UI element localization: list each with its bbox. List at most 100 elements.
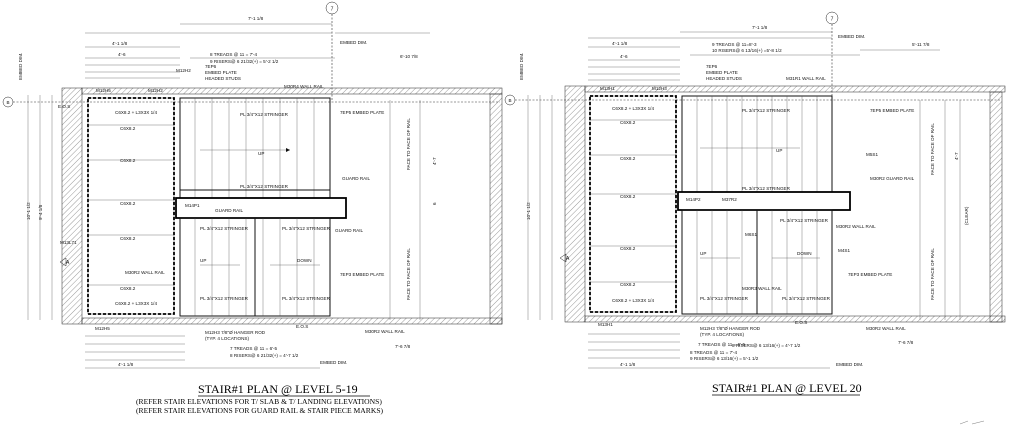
treads-bot: 7 TREADS @ 11 = 6'-5 <box>230 346 278 351</box>
m12h5-bot: M12H5 <box>95 326 110 331</box>
dim-7-6-r: 7'-6 7/8 <box>898 340 914 345</box>
grid-a-marker <box>59 257 67 267</box>
bottom-wall-r <box>584 315 1006 323</box>
m6s1-label: M6S1 <box>745 232 757 237</box>
stringer-4: PL 3/4"X12 STRINGER <box>282 226 331 231</box>
c6x8-top-r: C6X8.2 + L3X3X 1/4 <box>612 106 654 111</box>
up-label-1-r: UP <box>776 148 782 153</box>
m30r2-b-r-label: M30R2 WALL RAIL <box>866 326 906 331</box>
risers-bot-r: 8 RISERS@ 6 13/16(+) = 4'-7 1/2 <box>732 343 801 348</box>
top-wall-r <box>584 85 1006 93</box>
c6x8-5: C6X8.2 <box>120 286 136 291</box>
up-label-2-r: UP <box>700 251 706 256</box>
dim-9: 9'-4 1/8 <box>38 204 43 220</box>
dim-4-1-bot-r: 4'-1 1/8 <box>620 362 636 367</box>
risers-bot2-r: 9 RISERS@ 6 13/16(+) = 5'-1 1/2 <box>690 356 759 361</box>
m13h1-top: M13H1 <box>600 86 615 91</box>
m13h1-bot: M13H1 <box>598 322 613 327</box>
right-lower-flight: UP DOWN <box>681 209 833 315</box>
grid-a-label-r: A <box>566 256 570 262</box>
treads-bot-r: 7 TREADS @ 11 = 6'-5 <box>698 342 746 347</box>
note-2: (REFER STAIR ELEVATIONS FOR GUARD RAIL &… <box>136 406 384 415</box>
m37r2-label: M37R2 <box>722 197 737 202</box>
m12h2-label: M12H2 <box>176 68 191 73</box>
treads-top-r: 9 TREADS @ 11=8'-3 <box>712 42 757 47</box>
right-plan-title: STAIR#1 PLAN @ LEVEL 20 <box>712 381 862 395</box>
left-wall <box>61 87 83 325</box>
note-1: (REFER STAIR ELEVATIONS FOR T/ SLAB & T/… <box>136 397 382 406</box>
m12h3-top: M12H3 <box>652 86 667 91</box>
face-to-face-2: FACE TO FACE OF RAIL <box>406 248 411 300</box>
c6x8-bot: C6X8.2 + L3X3X 1/4 <box>115 301 157 306</box>
c6x8-5-r: C6X8.2 <box>620 282 636 287</box>
left-stair-plan: 7 7'-1 1/8 EMBED DIM. 8 TREADS @ 11 = 7'… <box>2 1 503 415</box>
right-upper-flight: UP <box>681 95 833 193</box>
stringer-6: PL 3/4"X12 STRINGER <box>282 296 331 301</box>
grid-a-marker-r <box>559 253 567 263</box>
down-label-r: DOWN <box>797 251 812 256</box>
grid-7-label-r: 7 <box>831 17 834 23</box>
clear-label: (CLEAR) <box>964 206 969 225</box>
c6x8-top: C6X8.2 + L3X3X 1/4 <box>115 110 157 115</box>
stringer-r4: PL 3/4"X12 STRINGER <box>700 296 749 301</box>
m30r2-guard-r: M30R2 GUARD RAIL <box>870 176 915 181</box>
embed-dim-top-r: EMBED DIM. <box>838 34 865 39</box>
c6x8-2: C6X8.2 <box>120 158 136 163</box>
eos-bot: E.O.S <box>296 324 308 329</box>
embed-dim-left: EMBED DIM. <box>18 53 23 80</box>
grid-b-label-r: B <box>508 98 511 103</box>
m30r3-r: M30R3 WALL RAIL <box>742 286 782 291</box>
embed-dim-left-r: EMBED DIM. <box>519 53 524 80</box>
typ4-r-label: (TYP. 4 LOCATIONS) <box>700 332 744 337</box>
stringer-3: PL 3/4"X12 STRINGER <box>200 226 249 231</box>
ep5-label-r: 7EP5 EMBED PLATE <box>870 108 914 113</box>
right-stair-plan: 7 7'-1 1/8 EMBED DIM. 9 TREADS @ 11=8'-3… <box>504 11 1006 396</box>
treads-bot2-r: 8 TREADS @ 11 = 7'-4 <box>690 350 738 355</box>
m12h2-top: M12H2 <box>148 88 163 93</box>
m31r1-label: M31R1 WALL RAIL <box>786 76 826 81</box>
face-to-face-1: FACE TO FACE OF RAIL <box>406 118 411 170</box>
face-to-face-r1: FACE TO FACE OF RAIL <box>930 123 935 175</box>
stringer-1: PL 3/4"X12 STRINGER <box>240 112 289 117</box>
left-top-dimensions: 7'-1 1/8 EMBED DIM. 8 TREADS @ 11 = 7'-4… <box>85 16 430 79</box>
stringer-2: PL 3/4"X12 STRINGER <box>240 184 289 189</box>
top-dim-r: 7'-1 1/8 <box>752 25 768 30</box>
m30r2-wall-r: M30R2 WALL RAIL <box>836 224 876 229</box>
left-plan-title: STAIR#1 PLAN @ LEVEL 5-19 <box>198 382 358 396</box>
ep5-label: 7EP5 EMBED PLATE <box>340 110 384 115</box>
ep3-label: 7EP3 EMBED PLATE <box>340 272 384 277</box>
guard-rail-3: GUARD RAIL <box>335 228 364 233</box>
grid-b-label: B <box>6 100 9 105</box>
top-wall <box>81 87 503 95</box>
typ4-label: (TYP. 4 LOCATIONS) <box>205 336 249 341</box>
m14p2-label: M14P2 <box>686 197 701 202</box>
treads-top: 8 TREADS @ 11 = 7'-4 <box>210 52 258 57</box>
c6x8-3: C6X8.2 <box>120 201 136 206</box>
c6x8-1: C6X8.2 <box>120 126 136 131</box>
m12h3-r-label: M12H3 7/8"Ø HANGER ROD <box>700 326 761 331</box>
embed-dim-bot-r: EMBED DIM. <box>836 362 863 367</box>
eos-top: E.O.S <box>58 104 70 109</box>
embed-dim-bot: EMBED DIM. <box>320 360 347 365</box>
ep3-label-r: 7EP3 EMBED PLATE <box>848 272 892 277</box>
risers-top: 9 RISERS@ 6 21/32(+) = 5'-2 1/2 <box>210 59 279 64</box>
corner-mark <box>959 420 985 425</box>
c6x8-2-r: C6X8.2 <box>620 156 636 161</box>
m13l71: M13L71 <box>60 240 77 245</box>
c6x8-4-r: C6X8.2 <box>620 246 636 251</box>
bottom-wall <box>81 317 503 325</box>
down-label: DOWN <box>297 258 312 263</box>
dim-7-6: 7'-6 7/8 <box>395 344 411 349</box>
dim-4-6-r: 4'-6 <box>620 54 628 59</box>
m30r4-label: M30R4 WALL RAIL <box>284 84 324 89</box>
left-wall-r <box>564 85 586 323</box>
stringer-5: PL 3/4"X12 STRINGER <box>200 296 249 301</box>
dim-4-7-r: 4'-7 <box>954 152 959 160</box>
risers-top-r: 10 RISERS@ 6 13/16(+) =5'-8 1/2 <box>712 48 782 53</box>
m14p1-label: M14P1 <box>185 203 200 208</box>
dim-4-1: 4'-1 1/8 <box>112 41 128 46</box>
ep6-label-1: 7EP6 <box>205 64 217 69</box>
right-top-dimensions: 7'-1 1/8 EMBED DIM. 9 TREADS @ 11=8'-3 1… <box>588 25 940 81</box>
ep6-label-r1: 7EP6 <box>706 64 718 69</box>
